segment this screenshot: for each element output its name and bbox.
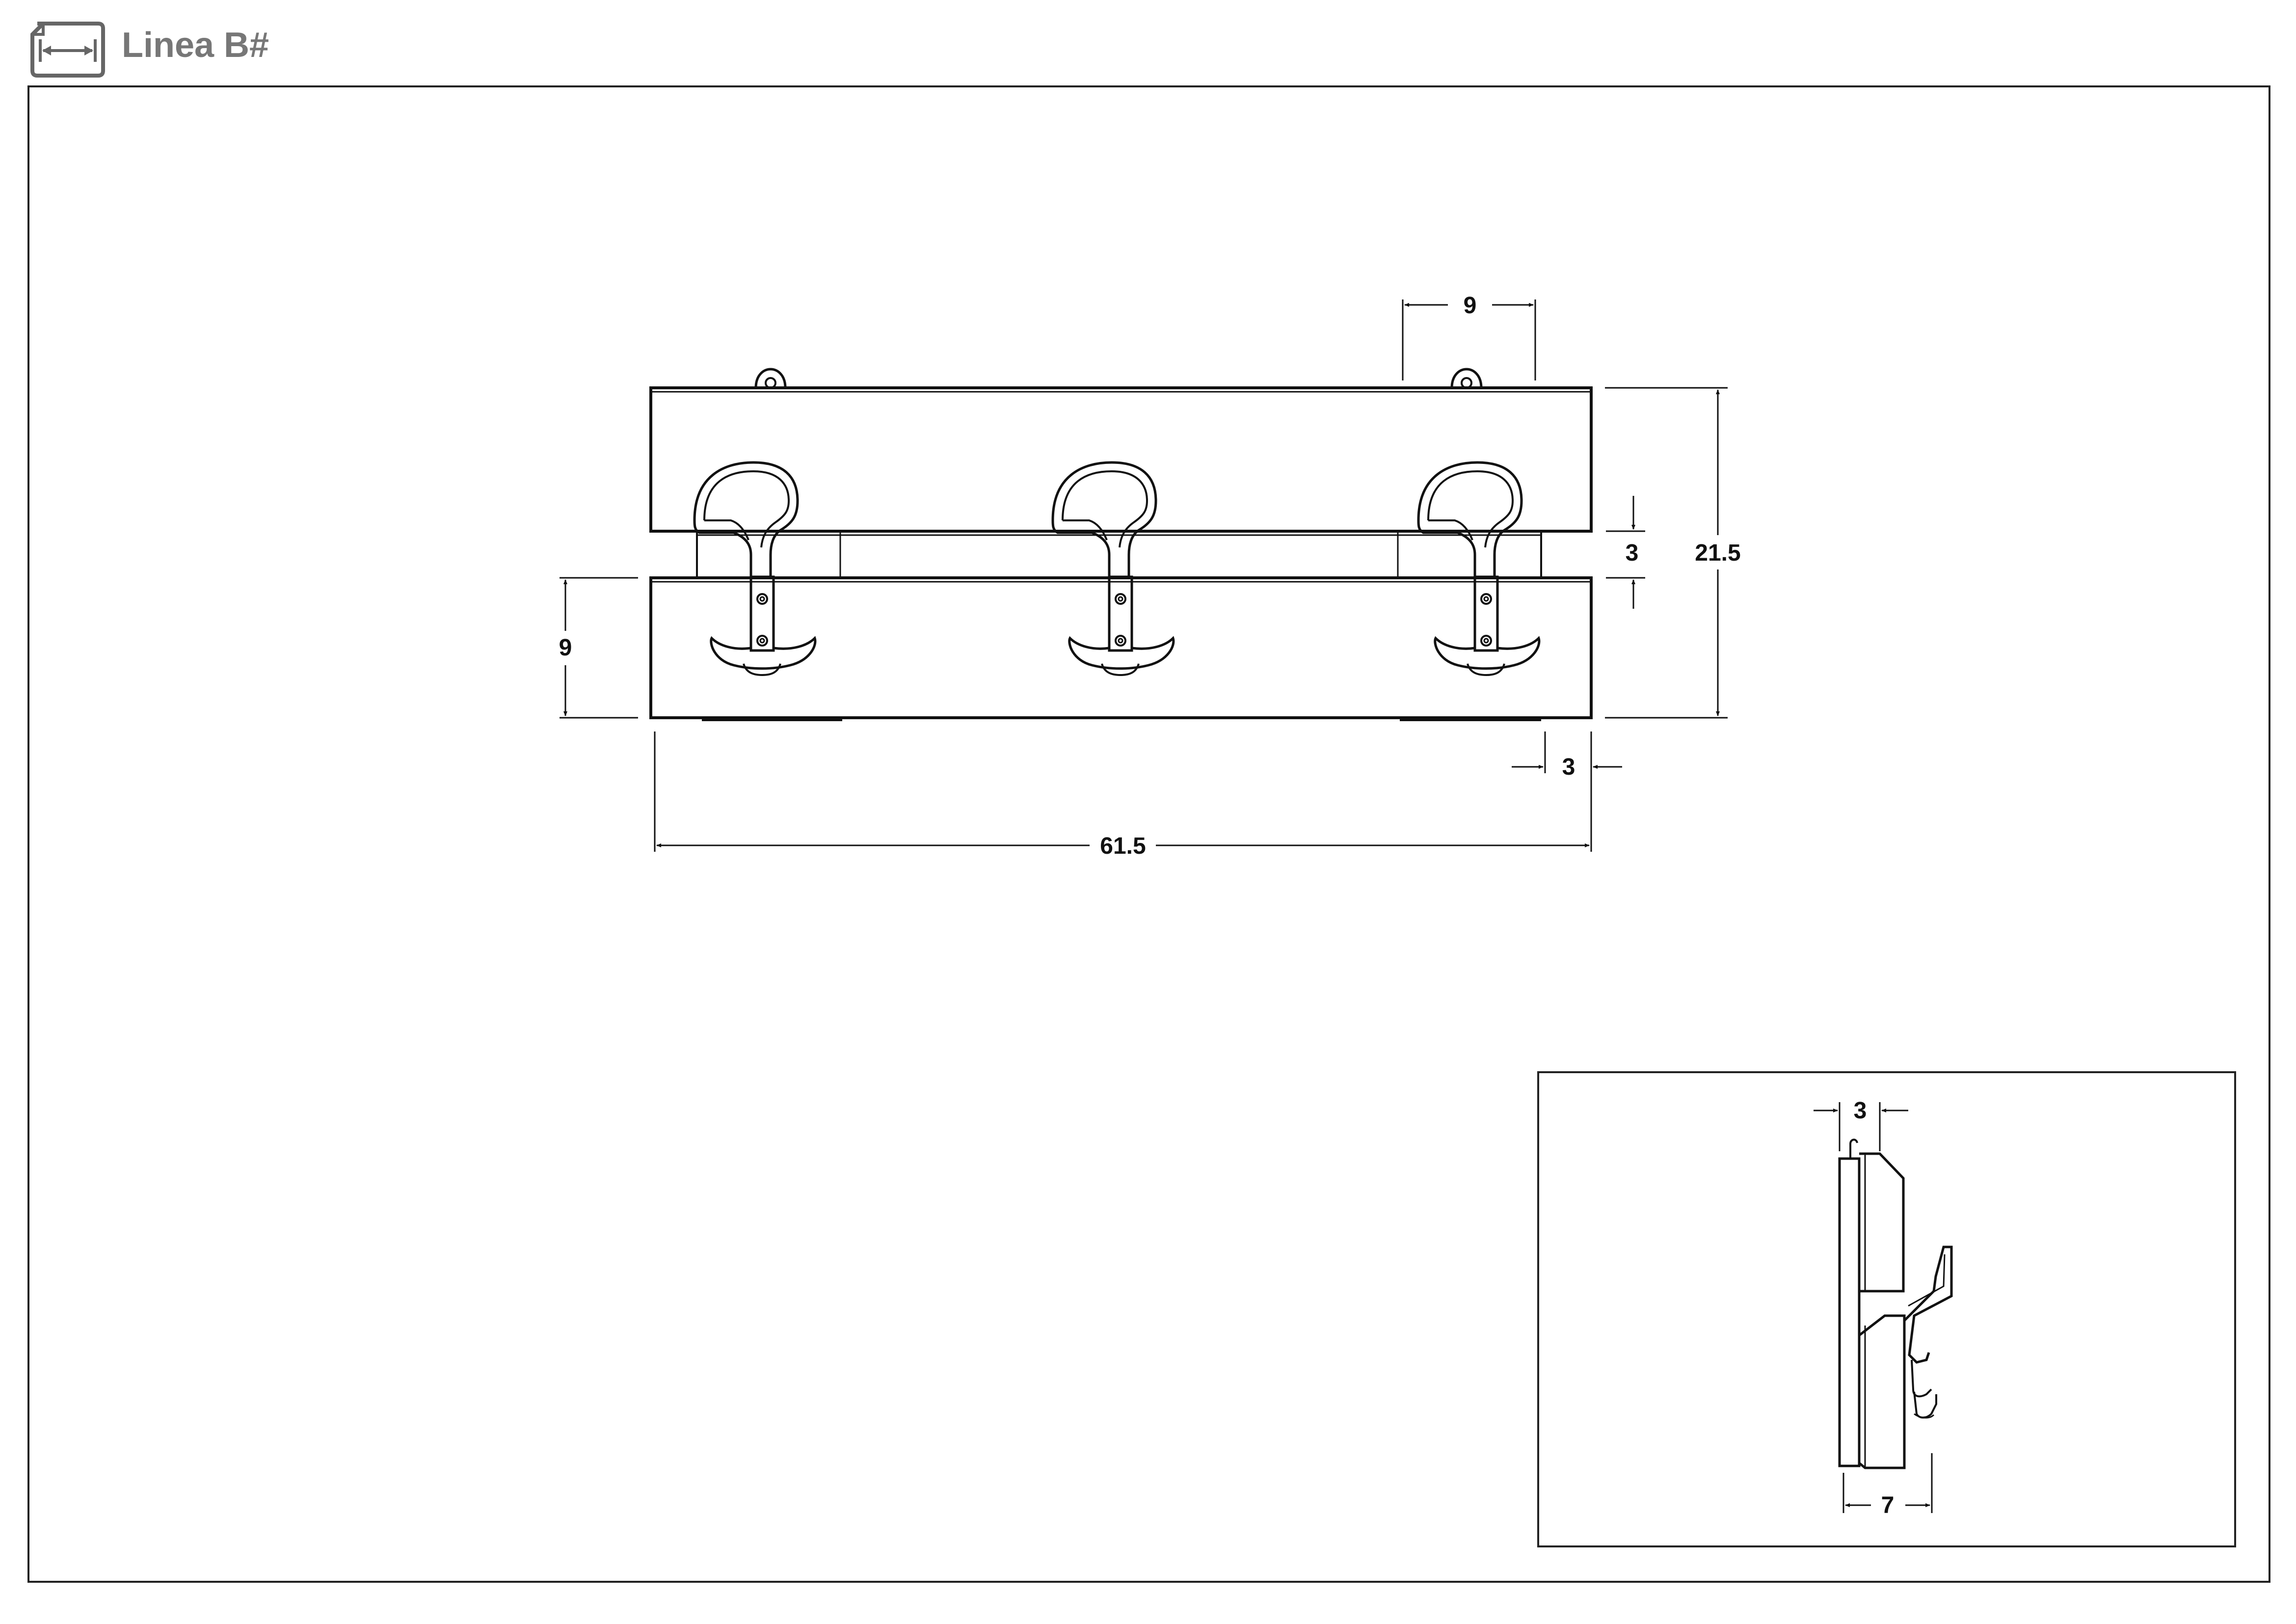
dim-lower-board-height: 9 <box>559 577 638 719</box>
dim-hook-spacing: 9 <box>1402 293 1536 380</box>
page-title: Linea B# <box>122 26 269 65</box>
middle-bar <box>696 530 1542 579</box>
upper-board <box>649 386 1593 533</box>
dim-label-total-width: 61.5 <box>1100 833 1146 859</box>
dim-label-total-height: 21.5 <box>1695 540 1740 566</box>
dim-total-width: 61.5 <box>654 731 1592 859</box>
dim-label-total-depth: 7 <box>1881 1492 1895 1518</box>
wall-hanger-left <box>754 368 787 389</box>
dim-total-depth: 7 <box>1842 1453 1933 1518</box>
wall-hanger-right <box>1450 368 1483 389</box>
dim-side-offset: 3 <box>1512 731 1622 780</box>
dim-label-board-depth: 3 <box>1854 1098 1867 1124</box>
dim-label-lower-board-height: 9 <box>559 635 572 661</box>
dim-label-board-gap: 3 <box>1626 540 1639 566</box>
side-view: 3 7 <box>1537 1071 2236 1547</box>
dim-label-hook-spacing: 9 <box>1464 293 1477 319</box>
dim-total-height: 21.5 <box>1605 387 1741 719</box>
drawing-frame <box>27 85 2270 1583</box>
coat-hook-middle <box>1053 462 1174 675</box>
front-view: 9 3 21.5 9 <box>559 293 1741 859</box>
dim-board-depth: 3 <box>1814 1098 1908 1151</box>
side-view-frame <box>1537 1071 2236 1547</box>
coat-hook-right <box>1418 462 1539 675</box>
dim-board-gap: 3 <box>1606 496 1645 609</box>
dim-label-side-offset: 3 <box>1562 754 1575 780</box>
header: Linea B# <box>0 0 2296 83</box>
dimension-icon <box>30 22 105 78</box>
coat-hook-left <box>694 462 815 675</box>
